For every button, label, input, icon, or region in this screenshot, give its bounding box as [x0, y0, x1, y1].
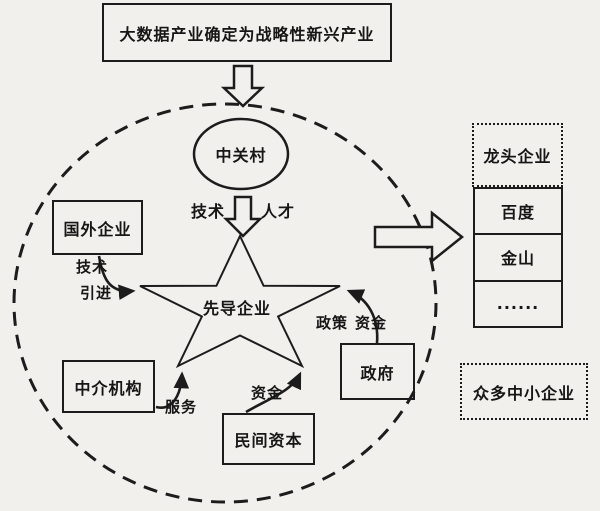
- private-capital-box: 民间资本: [222, 413, 315, 465]
- down-arrow-icon-top: [220, 64, 266, 108]
- intermediary-label: 中介机构: [74, 378, 143, 398]
- sme-note-label: 众多中小企业: [472, 383, 575, 403]
- gov-fund-flow-label: 资金: [354, 313, 387, 332]
- flow-arrow-foreign: [97, 255, 136, 301]
- sme-note-box: 众多中小企业: [460, 363, 588, 420]
- foreign-enterprises-box: 国外企业: [52, 200, 143, 255]
- government-box: 政府: [340, 343, 415, 400]
- policy-flow-label: 政策: [315, 313, 348, 332]
- leading-firms-header-label: 龙头企业: [483, 147, 552, 166]
- hub-label: 中关村: [215, 146, 267, 165]
- list-item-baidu: 百度: [500, 203, 535, 223]
- flow-arrow-government: [346, 289, 379, 344]
- banner-box: 大数据产业确定为战略性新兴产业: [102, 3, 392, 62]
- cluster-boundary-dashed-circle: [12, 102, 438, 504]
- hub-output-tech-label: 技术: [190, 202, 225, 221]
- banner-text: 大数据产业确定为战略性新兴产业: [119, 24, 375, 44]
- government-label: 政府: [360, 363, 395, 383]
- fund-flow-label: 资金: [250, 383, 283, 402]
- down-arrow-icon-hub: [222, 195, 264, 238]
- leading-firms-list: 百度 金山 ......: [473, 187, 563, 328]
- foreign-flow-label-line2: 引进: [79, 283, 112, 302]
- intermediary-box: 中介机构: [62, 360, 155, 413]
- service-flow-label: 服务: [164, 397, 197, 416]
- flow-arrow-intermediary: [155, 371, 190, 409]
- list-item-ellipsis: ......: [475, 279, 561, 326]
- leading-firms-header-box: 龙头企业: [472, 123, 563, 187]
- star-label: 先导企业: [202, 299, 271, 318]
- hub-ellipse: [192, 117, 290, 191]
- list-item-kingsoft: 金山: [475, 233, 561, 279]
- private-capital-label: 民间资本: [234, 431, 303, 450]
- foreign-flow-label-line1: 技术: [75, 257, 108, 276]
- hub-output-talent-label: 人才: [260, 202, 295, 221]
- foreign-enterprises-label: 国外企业: [63, 219, 132, 239]
- star-shape: [139, 233, 341, 369]
- flow-arrow-private-capital: [245, 371, 302, 414]
- right-arrow-icon: [373, 210, 465, 264]
